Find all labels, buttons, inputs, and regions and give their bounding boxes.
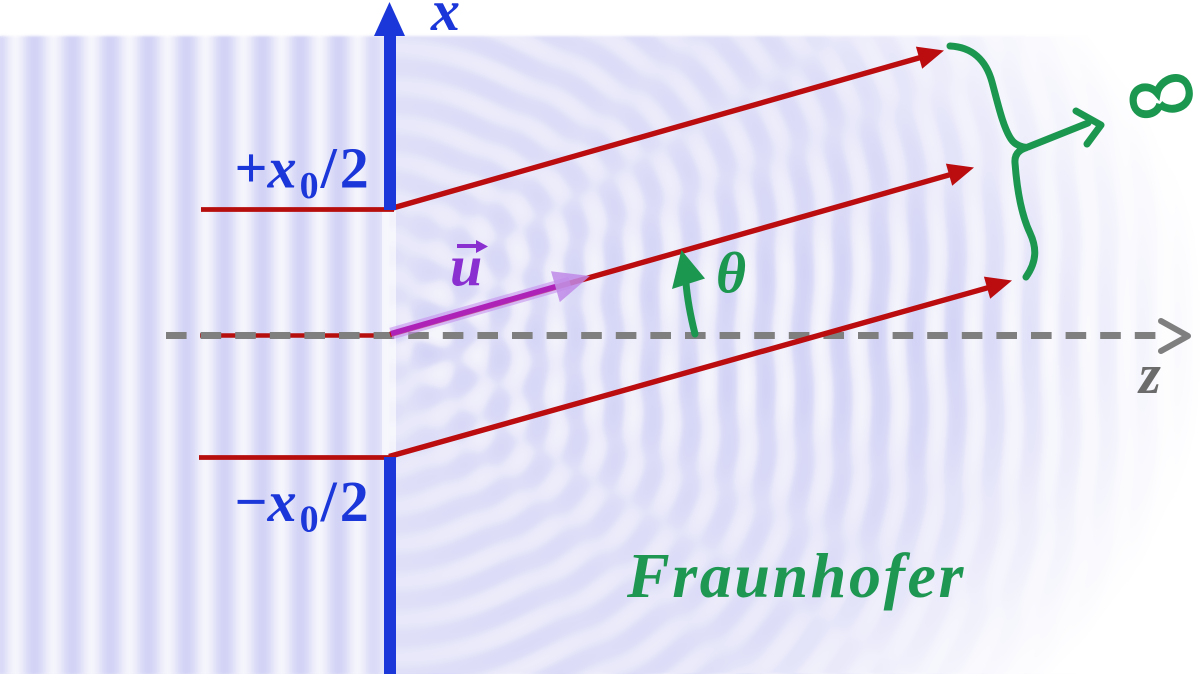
svg-text:z: z (1137, 344, 1161, 406)
svg-text:−x0/2: −x0/2 (235, 469, 369, 541)
svg-text:θ: θ (716, 241, 746, 306)
svg-text:+x0/2: +x0/2 (235, 136, 369, 208)
svg-text:x: x (430, 0, 460, 43)
svg-text:Fraunhofer: Fraunhofer (626, 540, 966, 611)
